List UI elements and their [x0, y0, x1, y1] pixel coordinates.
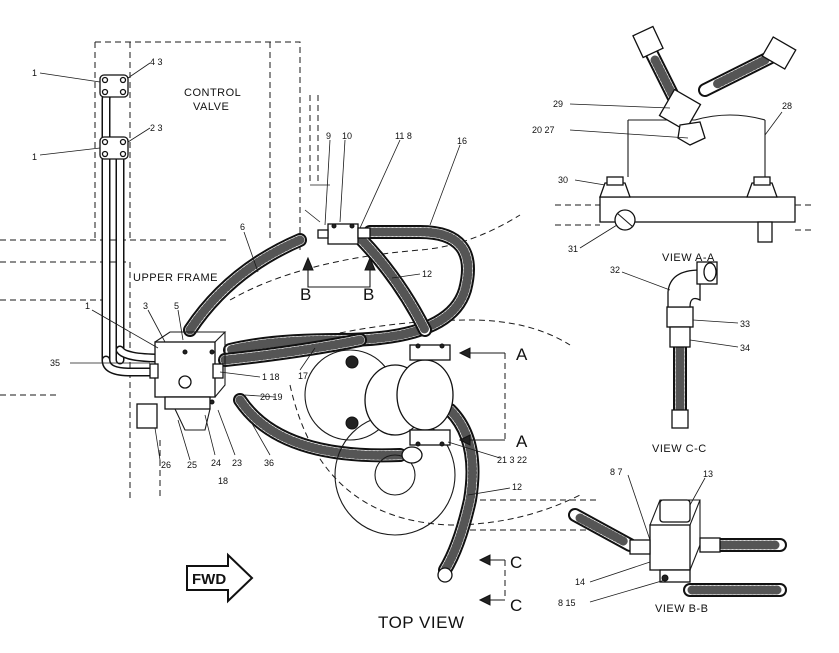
callout: 17 [298, 371, 308, 381]
callout: 23 [232, 458, 242, 468]
callout: 1 [85, 301, 90, 311]
view-cc-detail [666, 261, 718, 429]
callout: 28 [782, 101, 792, 111]
callout: 10 [342, 131, 352, 141]
callout: 12 [422, 269, 432, 279]
valve-block [136, 331, 227, 431]
view-bb-block [649, 524, 691, 571]
callout: 26 [161, 460, 171, 470]
section-b-right: B [363, 285, 374, 304]
section-b-left: B [300, 285, 311, 304]
section-markers [302, 256, 506, 606]
hose-end-fitting [437, 567, 453, 583]
background-structure [0, 41, 600, 531]
section-a-top: A [516, 345, 528, 364]
control-valve-label-1: CONTROL [184, 87, 241, 99]
callout: 6 [240, 222, 245, 232]
callout: 29 [553, 99, 563, 109]
control-valve-label-2: VALVE [193, 101, 229, 113]
control-valve-tube [99, 74, 165, 377]
pump-assembly [304, 343, 456, 536]
callout: 25 [187, 460, 197, 470]
callout: 20 27 [532, 125, 555, 135]
callout: 30 [558, 175, 568, 185]
pump-flange-upper [409, 344, 451, 361]
view-bb-detail [568, 499, 787, 597]
callout: 11 8 [395, 131, 412, 141]
fwd-arrow-icon [186, 552, 254, 604]
top-view-title: TOP VIEW [378, 613, 465, 632]
callout: 2 3 [150, 123, 163, 133]
callout: 21 3 22 [497, 455, 527, 465]
view-aa-title: VIEW A-A [662, 252, 715, 264]
callout: 35 [50, 358, 60, 368]
view-bb-title: VIEW B-B [655, 603, 709, 615]
callout: 13 [703, 469, 713, 479]
callout: 18 [218, 476, 228, 486]
solenoid [136, 403, 158, 429]
hoses [183, 225, 480, 583]
callout: 1 18 [262, 372, 280, 382]
leader-lines [39, 62, 783, 603]
callout: 3 [143, 301, 148, 311]
callout: 16 [457, 136, 467, 146]
callout: 36 [264, 458, 274, 468]
callout: 9 [326, 131, 331, 141]
callout: 31 [568, 244, 578, 254]
callout: 12 [512, 482, 522, 492]
callout: 8 15 [558, 598, 576, 608]
callout: 4 3 [150, 57, 163, 67]
section-c-top: C [510, 553, 522, 572]
section-c-bottom: C [510, 596, 522, 615]
fwd-label: FWD [192, 571, 226, 588]
callout: 34 [740, 343, 750, 353]
callout: 20 19 [260, 392, 283, 402]
upper-frame-label: UPPER FRAME [133, 272, 218, 284]
pump-flange-lower [409, 429, 451, 446]
text-labels: CONTROL VALVE UPPER FRAME TOP VIEW VIEW … [32, 57, 792, 632]
callout: 14 [575, 577, 585, 587]
callout: 1 [32, 152, 37, 162]
view-cc-title: VIEW C-C [652, 443, 707, 455]
section-a-bottom: A [516, 432, 528, 451]
callout: 32 [610, 265, 620, 275]
view-aa-detail [555, 25, 815, 243]
top-manifold [304, 209, 371, 245]
callout: 33 [740, 319, 750, 329]
callout: 24 [211, 458, 221, 468]
callout: 1 [32, 68, 37, 78]
callout: 8 7 [610, 467, 623, 477]
callout: 5 [174, 301, 179, 311]
